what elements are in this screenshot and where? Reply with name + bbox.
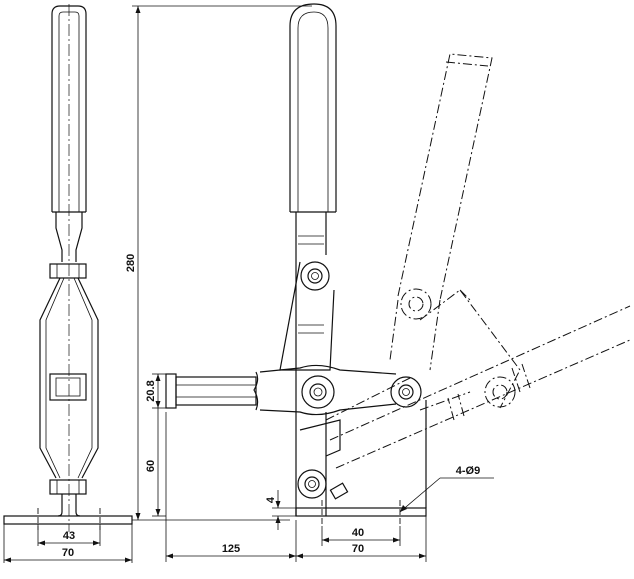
dim-side-hole-spacing: 43 [63, 530, 75, 542]
dim-hole-spacing: 40 [352, 527, 364, 539]
dim-arm-offset: 20.8 [145, 380, 157, 401]
dim-overall-height: 280 [125, 254, 137, 272]
side-view [3, 4, 133, 532]
front-view-dimensions: 280 20.8 60 4 40 125 70 [125, 5, 494, 562]
dim-bar-height: 60 [145, 460, 157, 472]
open-position-phantom [325, 53, 631, 469]
dim-base-thickness: 4 [265, 496, 277, 503]
dim-arm-length: 125 [222, 543, 240, 555]
hole-spec-label: 4-Ø9 [456, 465, 480, 477]
dim-side-base-width: 70 [62, 547, 74, 559]
side-view-dimensions: 43 70 [3, 524, 133, 563]
dim-base-length: 70 [352, 543, 364, 555]
front-view [165, 3, 427, 526]
